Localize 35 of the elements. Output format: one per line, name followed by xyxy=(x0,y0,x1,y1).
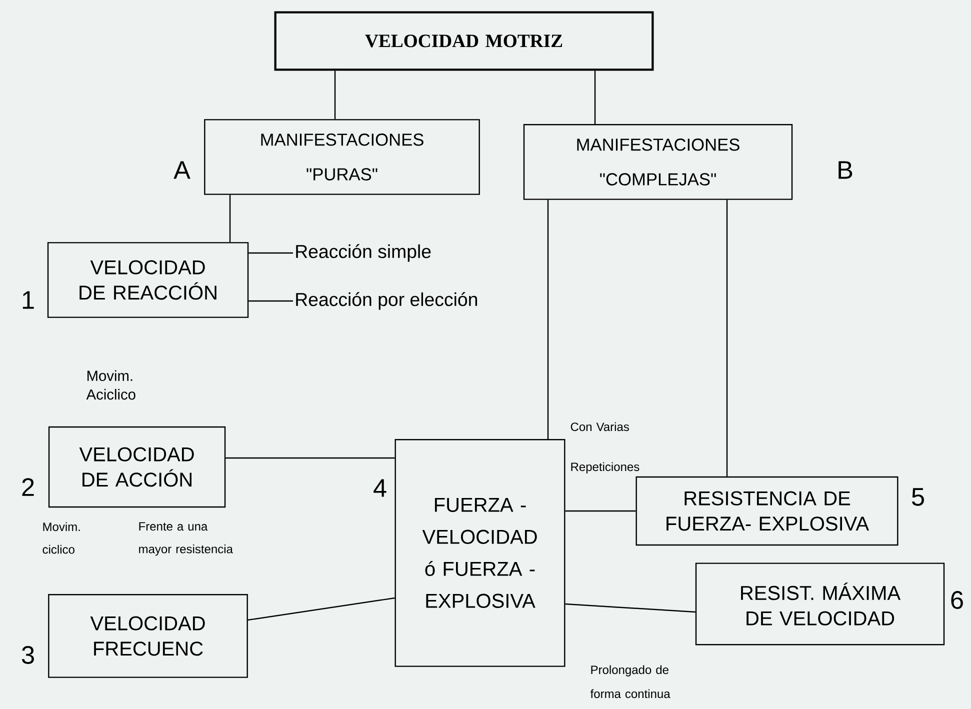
note-label: Movim. ciclico xyxy=(42,522,80,554)
note-label: Con Varias Repeticiones xyxy=(570,422,640,474)
connector-line xyxy=(248,300,293,302)
connector-line xyxy=(565,510,636,512)
category-box: RESISTENCIA DE FUERZA- EXPLOSIVA xyxy=(636,476,898,546)
category-box: MANIFESTACIONES "COMPLEJAS" xyxy=(523,124,793,200)
category-box: FUERZA - VELOCIDAD ó FUERZA - EXPLOSIVA xyxy=(394,439,566,667)
title-box: VELOCIDAD MOTRIZ xyxy=(274,11,654,71)
connector-line xyxy=(547,200,549,440)
connector-line xyxy=(334,70,336,120)
connector-line xyxy=(594,70,596,124)
connector-line xyxy=(248,252,293,254)
connector-line xyxy=(229,194,231,242)
callout-number: 2 xyxy=(22,478,34,496)
callout-number: 3 xyxy=(22,646,34,664)
connector-line xyxy=(248,597,395,621)
note-label: Movim. Aciclico xyxy=(86,370,136,400)
category-box: VELOCIDAD DE REACCIÓN xyxy=(47,242,249,318)
callout-number: 5 xyxy=(912,488,924,506)
category-box: RESIST. MÁXIMA DE VELOCIDAD xyxy=(695,562,945,646)
callout-number: 6 xyxy=(951,591,963,609)
connector-line xyxy=(226,457,395,459)
note-label: Prolongado de forma continua xyxy=(590,665,670,698)
branch-label: Reacción simple xyxy=(296,244,431,262)
callout-number: 4 xyxy=(374,479,386,497)
branch-label: Reacción por elección xyxy=(296,292,477,310)
callout-number: B xyxy=(838,161,852,179)
category-box: VELOCIDAD FRECUENC xyxy=(48,594,248,678)
connector-line xyxy=(565,603,696,613)
connector-line xyxy=(726,200,728,476)
callout-number: 1 xyxy=(22,291,34,309)
note-label: Frente a una mayor resistencia xyxy=(139,522,233,556)
category-box: VELOCIDAD DE ACCIÓN xyxy=(48,426,226,508)
category-box: MANIFESTACIONES "PURAS" xyxy=(204,119,480,195)
callout-number: A xyxy=(174,161,190,179)
